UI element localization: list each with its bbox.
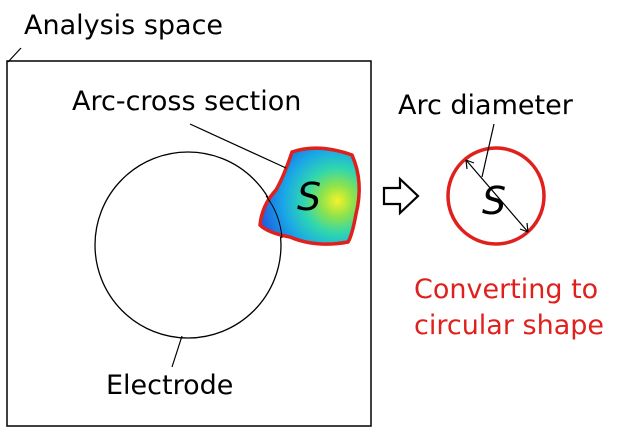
analysis-space-box (6, 60, 372, 427)
circle-area-symbol: S (482, 179, 507, 223)
converting-note: Converting to circular shape (414, 272, 604, 344)
electrode-leader-line (171, 335, 183, 368)
analysis-space-label: Analysis space (24, 10, 224, 41)
converting-note-line1: Converting to (414, 274, 599, 305)
electrode-edge-through-arc (265, 195, 283, 239)
diameter-arrowhead-top (465, 159, 475, 170)
title-leader-line (7, 47, 22, 63)
arc-section-leader-line (189, 123, 287, 169)
arc-cross-section-label: Arc-cross section (72, 86, 302, 117)
equivalent-circle (446, 146, 546, 246)
arc-area-symbol: S (297, 175, 322, 219)
diameter-arrow-line (465, 159, 529, 233)
electrode-circle (94, 151, 282, 339)
arc-diameter-label: Arc diameter (398, 90, 573, 121)
arc-cross-section-shape (258, 146, 361, 246)
converting-note-line2: circular shape (414, 310, 605, 341)
diameter-arrowhead-bottom (519, 222, 529, 233)
arc-diameter-leader-line (481, 123, 495, 178)
hollow-right-arrow-icon (382, 176, 420, 216)
electrode-label: Electrode (106, 370, 234, 401)
